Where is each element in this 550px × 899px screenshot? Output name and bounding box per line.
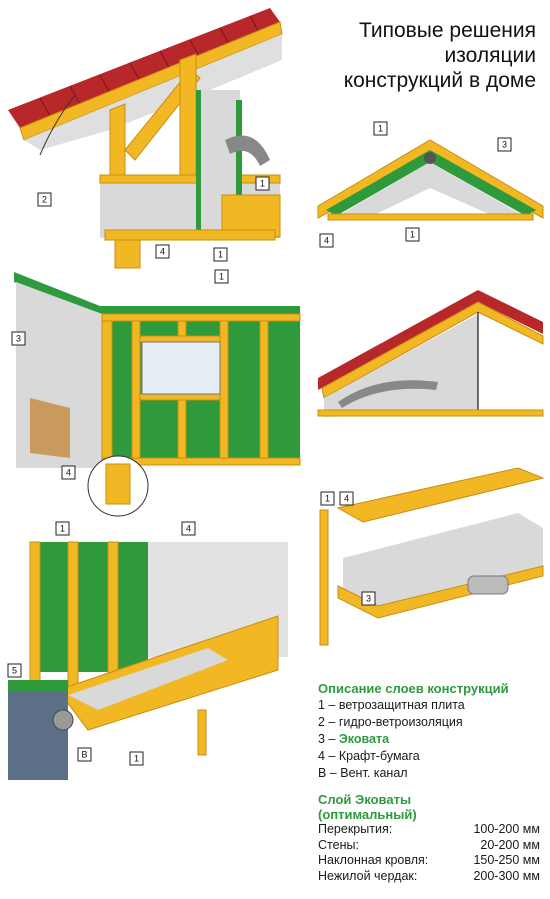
spec-heading-2: (оптимальный) [318,807,417,822]
tag-1: 1 [320,491,335,506]
tag-3: 3 [11,331,26,346]
spec-row: Перекрытия:100-200 мм [318,822,540,836]
svg-text:3: 3 [502,140,507,150]
tag-2: 2 [37,192,52,207]
tag-1-top: 1 [55,521,70,536]
window [141,341,221,395]
green-board [326,150,536,216]
vent-channel [338,380,438,408]
spec-heading-1: Слой Эковаты [318,792,412,807]
upper-truss [336,467,545,523]
floor-insulation [68,648,228,710]
tag-5: 5 [7,663,22,678]
ceiling-joist [317,409,544,417]
tag-4: 4 [181,521,196,536]
title-line-1: Типовые решения [358,19,536,42]
spec-row: Наклонная кровля:150-250 мм [318,853,540,867]
tag-v: В [77,747,92,762]
insulation-roof [24,34,282,150]
svg-text:1: 1 [134,754,139,764]
svg-text:3: 3 [16,334,21,344]
ceiling-joist [327,213,534,221]
svg-text:4: 4 [186,524,191,534]
ecowool-spec: Слой Эковаты (оптимальный) Перекрытия:10… [318,792,540,884]
attic-gable-diagram: 1 3 4 1 [317,121,544,248]
tag-1: 1 [214,269,229,284]
sill-board [8,680,68,692]
tag-1-a: 1 [255,176,270,191]
legend-item-4: 4 – Крафт-бумага [318,749,420,763]
svg-text:4: 4 [344,494,349,504]
title-line-2: изоляции [444,44,536,67]
legend-item-2: 2 – гидро-ветроизоляция [318,715,463,729]
attic-insulation [338,162,524,218]
leader-line-2 [39,94,76,156]
tag-4: 4 [319,233,334,248]
legend-item-v: В – Вент. канал [318,766,408,780]
tag-4: 4 [155,244,170,259]
spec-row: Стены:20-200 мм [318,837,540,852]
floor-wall-junction-diagram: 1 4 5 В 1 [7,521,288,780]
svg-text:4: 4 [160,247,165,257]
attic-floor-diagram: 1 4 3 [319,467,545,646]
svg-text:4: 4 [324,236,329,246]
foundation-post [114,239,141,269]
ceiling-joist [99,174,281,184]
wall-board-green-outer [236,100,242,240]
wall-green-board [30,542,148,672]
svg-text:4: 4 [66,468,71,478]
spec-row: Нежилой чердак:200-300 мм [318,868,540,883]
svg-text:3: 3 [366,594,371,604]
tag-1-bottom: 1 [405,227,420,242]
wall-frame-diagram: 3 4 1 [11,269,301,517]
roof-tiles [8,8,280,128]
legend: Описание слоев конструкций 1 – ветрозащи… [318,680,540,782]
sill-plate [104,229,276,241]
detail-stud [105,463,131,505]
foundation [8,690,68,780]
svg-text:В: В [81,750,87,760]
svg-text:1: 1 [60,524,65,534]
svg-text:1: 1 [325,494,330,504]
svg-text:5: 5 [12,666,17,676]
floor-insulation [343,513,543,608]
svg-text:1: 1 [218,250,223,260]
svg-text:1: 1 [378,124,383,134]
tag-3: 3 [497,137,512,152]
stud [319,509,329,646]
svg-text:1: 1 [410,230,415,240]
tag-3: 3 [361,591,376,606]
svg-text:1: 1 [219,272,224,282]
vent-pipe [225,135,270,166]
vent-pipe [467,575,509,595]
kraft-paper [30,398,70,458]
legend-heading: Описание слоев конструкций [318,681,509,696]
roof-attic-section-diagram: 2 4 1 1 [8,8,283,269]
legend-item-3: 3 – Эковата [318,732,390,746]
top-plate-green [14,272,300,314]
tag-4: 4 [61,465,76,480]
vent-channel-pipe [52,709,74,731]
floor-joist-support [197,709,207,756]
tag-1-b: 1 [213,247,228,262]
legend-item-1: 1 – ветрозащитная плита [318,698,465,712]
title-line-3: конструкций в доме [343,69,536,92]
page-title: Типовые решения изоляции конструкций в д… [344,18,536,93]
pitched-roof-diagram [317,290,544,417]
svg-text:2: 2 [42,195,47,205]
ridge-vent [424,152,436,164]
tag-4: 4 [339,491,354,506]
svg-text:1: 1 [260,179,265,189]
tag-1-top: 1 [373,121,388,136]
wall-board-green [196,90,201,240]
tag-1-bottom: 1 [129,751,144,766]
